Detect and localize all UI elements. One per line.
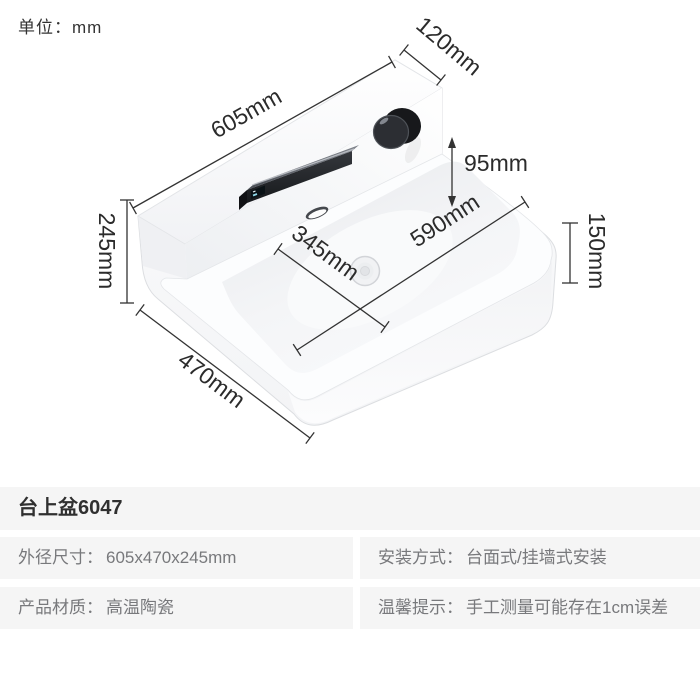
product-title-bar: 台上盆6047 bbox=[0, 487, 700, 530]
sink-body bbox=[137, 59, 557, 426]
dim-label-120: 120mm bbox=[411, 11, 486, 80]
overflow-hole bbox=[305, 206, 329, 220]
dimension-depth-470 bbox=[135, 304, 315, 444]
unit-label: 单位：mm bbox=[18, 18, 103, 37]
dim-label-150: 150mm bbox=[584, 213, 610, 290]
spec-value: 605x470x245mm bbox=[106, 548, 237, 567]
dimension-ledge-height-95 bbox=[448, 137, 456, 207]
drain bbox=[349, 255, 381, 287]
spec-label: 温馨提示： bbox=[378, 598, 463, 617]
product-diagram: 605mm 120mm 95mm 245mm 345mm 590mm 150mm… bbox=[94, 11, 610, 444]
spec-value: 手工测量可能存在1cm误差 bbox=[466, 598, 669, 617]
dimension-basin-height-150 bbox=[562, 222, 578, 284]
spec-cell-install-type: 安装方式：台面式/挂墙式安装 bbox=[360, 537, 700, 579]
spec-row-1: 外径尺寸：605x470x245mm 安装方式：台面式/挂墙式安装 bbox=[0, 537, 700, 579]
spec-value: 台面式/挂墙式安装 bbox=[466, 548, 607, 567]
spout-display-dot bbox=[252, 190, 256, 193]
product-title: 台上盆6047 bbox=[18, 497, 123, 519]
spec-cell-notice: 温馨提示：手工测量可能存在1cm误差 bbox=[360, 587, 700, 629]
dimension-total-height-245 bbox=[120, 199, 134, 304]
spout-front-face bbox=[247, 151, 352, 203]
basin-dimension-drawing: 605mm 120mm 95mm 245mm 345mm 590mm 150mm… bbox=[94, 11, 610, 444]
spec-label: 产品材质： bbox=[18, 598, 103, 617]
sink-front-face bbox=[288, 258, 552, 424]
faucet-spout bbox=[239, 145, 359, 210]
dimension-bowl-depth-345 bbox=[273, 242, 390, 334]
spec-label: 外径尺寸： bbox=[18, 548, 103, 567]
spec-row-2: 产品材质：高温陶瓷 温馨提示：手工测量可能存在1cm误差 bbox=[0, 587, 700, 629]
spec-cell-outer-size: 外径尺寸：605x470x245mm bbox=[0, 537, 353, 579]
sink-left-face bbox=[138, 216, 187, 279]
spec-label: 安装方式： bbox=[378, 548, 463, 567]
spec-value: 高温陶瓷 bbox=[106, 598, 174, 617]
dim-label-95: 95mm bbox=[464, 150, 528, 176]
spout-top-highlight bbox=[251, 148, 355, 186]
spout-display-digits bbox=[252, 193, 258, 197]
dim-label-245: 245mm bbox=[94, 213, 120, 290]
dimension-ledge-depth-120 bbox=[399, 44, 446, 86]
dimension-bowl-length-590 bbox=[292, 195, 530, 357]
spec-cell-material: 产品材质：高温陶瓷 bbox=[0, 587, 353, 629]
dimension-length-605 bbox=[129, 55, 396, 215]
spout-end-cap bbox=[239, 190, 247, 210]
faucet-knob bbox=[372, 108, 422, 163]
